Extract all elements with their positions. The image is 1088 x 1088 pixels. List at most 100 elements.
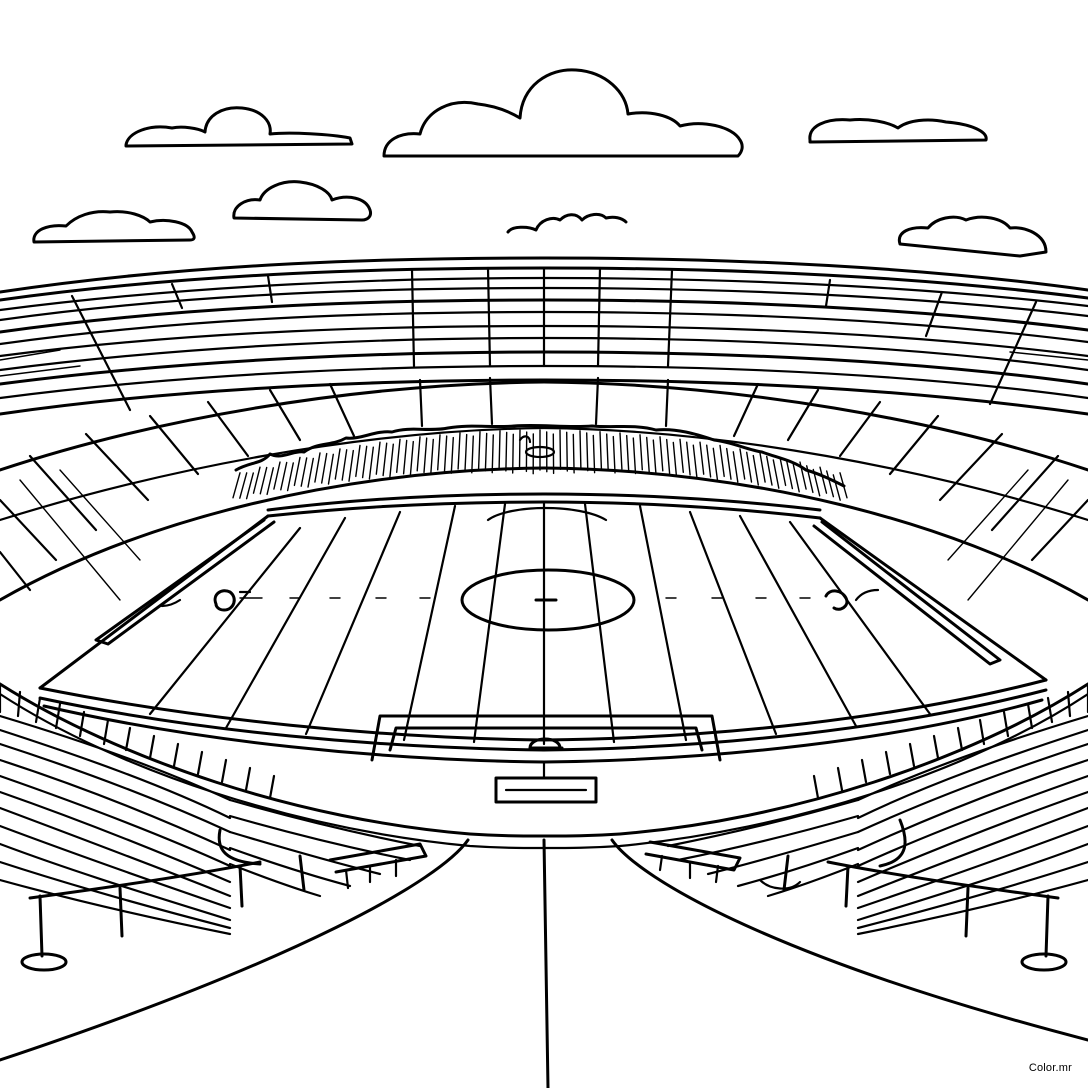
- crowd-stroke: [505, 431, 508, 472]
- crowd-stroke: [726, 447, 732, 480]
- crowd-stroke: [612, 435, 616, 474]
- crowd-stroke: [819, 466, 828, 494]
- crowd-stroke: [839, 472, 848, 499]
- crowd-stroke: [639, 434, 643, 471]
- crowd-stroke: [252, 466, 261, 494]
- crowd-stroke: [314, 452, 321, 483]
- crowd-stroke: [293, 456, 301, 487]
- cloud-mid-center-left: [232, 180, 372, 222]
- crowd-stroke: [572, 433, 575, 474]
- near-goal-box: [494, 776, 598, 804]
- crowd-stroke: [300, 457, 308, 487]
- crowd-stroke: [484, 432, 488, 472]
- crowd-stroke: [307, 457, 314, 488]
- cloud-small-wisp: [506, 212, 628, 234]
- upper-stands: [0, 376, 1088, 602]
- crowd-stroke: [806, 465, 814, 494]
- crowd-stroke: [699, 441, 705, 475]
- crowd-stroke: [759, 452, 766, 483]
- crowd-stroke: [826, 470, 835, 498]
- lower-left-stands: [0, 684, 428, 972]
- watermark-text: Color.mr: [1028, 1062, 1072, 1074]
- crowd-stroke: [799, 461, 807, 490]
- crowd-stroke: [361, 445, 368, 479]
- crowd-stroke: [457, 432, 461, 470]
- crowd-stroke: [632, 437, 637, 475]
- stadium-roof: [0, 256, 1088, 416]
- lower-right-stands: [644, 684, 1088, 972]
- crowd-stroke: [396, 438, 401, 473]
- cloud-top-left: [124, 106, 354, 148]
- crowd-stroke: [679, 438, 684, 473]
- crowd-stroke: [579, 430, 582, 470]
- crowd-stroke: [491, 434, 494, 474]
- crowd-stroke: [786, 460, 794, 490]
- crowd-stroke: [692, 444, 698, 479]
- clouds: [32, 68, 1048, 258]
- crowd-stroke: [321, 452, 328, 484]
- crowd-stroke: [652, 439, 657, 476]
- crowd-stroke: [559, 429, 562, 470]
- crowd-stroke: [239, 472, 248, 499]
- crowd-stroke: [389, 443, 394, 478]
- crowd-stroke: [355, 444, 361, 478]
- crowd-stroke: [599, 431, 603, 470]
- crowd-stroke: [327, 453, 334, 485]
- crowd-stroke: [382, 442, 388, 477]
- cloud-top-center: [382, 68, 744, 158]
- crowd-stroke: [619, 432, 623, 470]
- crowd-stroke: [812, 468, 821, 497]
- crowd-stroke: [832, 474, 841, 501]
- near-goal-area: [370, 714, 722, 804]
- crowd-strokes: [232, 429, 848, 501]
- crowd-stroke: [626, 434, 630, 472]
- crowd-stroke: [259, 466, 268, 495]
- crowd-stroke: [477, 431, 481, 470]
- crowd-stroke: [646, 436, 650, 473]
- crowd-stroke: [659, 436, 664, 472]
- crowd-stroke: [341, 449, 348, 481]
- crowd-stroke: [471, 435, 474, 474]
- crowd-stroke: [592, 434, 596, 474]
- crowd-stroke: [518, 429, 521, 470]
- crowd-stroke: [416, 436, 421, 472]
- crowd-stroke: [686, 441, 691, 476]
- crowd-stroke: [772, 459, 780, 489]
- crowd-stroke: [409, 440, 414, 476]
- crowd-stroke: [732, 451, 739, 483]
- crowd-stroke: [766, 455, 773, 486]
- crowd-stroke: [423, 437, 428, 474]
- crowd-stroke: [286, 462, 294, 492]
- crowd-stroke: [430, 438, 434, 475]
- center-circle: [460, 568, 636, 632]
- crowd-stroke: [792, 463, 800, 493]
- crowd-stroke: [752, 454, 759, 486]
- crowd-stroke: [706, 444, 712, 478]
- cloud-top-right: [808, 118, 988, 144]
- crowd-stroke: [273, 461, 281, 490]
- crowd-stroke: [746, 451, 753, 483]
- crowd-stroke: [368, 446, 374, 480]
- crowd-stroke: [348, 449, 354, 482]
- cloud-mid-right: [897, 215, 1048, 258]
- cloud-mid-left: [32, 210, 196, 244]
- crowd-stroke: [719, 444, 725, 478]
- crowd-stroke: [779, 456, 787, 487]
- soccer-field: [38, 435, 1048, 764]
- crowd-stroke: [712, 447, 719, 481]
- crowd-stroke: [280, 461, 288, 491]
- crowd-stroke: [437, 434, 441, 471]
- crowd-stroke: [498, 430, 501, 470]
- crowd-stroke: [586, 432, 589, 472]
- crowd-stroke: [512, 433, 514, 474]
- crowd-stroke: [245, 472, 255, 500]
- crowd-stroke: [464, 433, 468, 472]
- crowd-stroke: [266, 467, 274, 496]
- crowd-stroke: [375, 441, 381, 475]
- crowd-stroke: [666, 438, 671, 474]
- crowd-stroke: [402, 439, 408, 475]
- crowd-stroke: [672, 441, 678, 477]
- crowd-stroke: [606, 433, 609, 472]
- crowd-stroke: [232, 472, 241, 499]
